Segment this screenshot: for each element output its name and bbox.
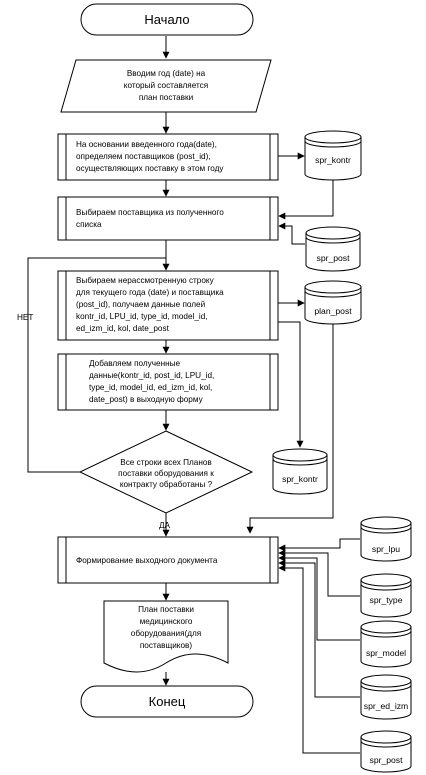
decision-line-3: контракту обработаны ?	[120, 480, 213, 489]
flow-spr-post-to-step2	[278, 222, 305, 245]
db-label-spr-kontr-1: spr_kontr	[315, 155, 351, 165]
db-label-spr-ed-izm: spr_ed_izm	[364, 701, 408, 711]
database-spr-post-1: spr_post	[305, 226, 361, 272]
document-line-3: оборудования(для	[131, 629, 201, 638]
step4-line-2: данные(kontr_id, post_id, LPU_id,	[89, 371, 214, 380]
process-step-2: Выбираем поставщика из полученного списк…	[57, 196, 279, 241]
database-spr-model: spr_model	[360, 620, 412, 668]
step3-line-4: kontr_id, LPU_id, type_id, model_id,	[76, 312, 208, 321]
input-parallelogram: Вводим год (date) на который составляетс…	[60, 59, 272, 113]
step4-line-4: date_post) в выходную форму	[89, 395, 204, 404]
step1-line-1: На основании введенного года(date),	[76, 140, 217, 149]
decision-line-2: поставки оборудования к	[118, 469, 214, 478]
connectors: НЕТ ДА	[17, 36, 360, 754]
document-line-4: поставщиков)	[140, 641, 193, 650]
db-label-spr-lpu: spr_lpu	[372, 544, 400, 554]
flow-spr-post-2-to-step5	[278, 564, 360, 754]
input-line-1: Вводим год (date) на	[127, 69, 206, 78]
step3-line-3: (post_id), получаем данные полей	[76, 300, 205, 309]
db-label-spr-type: spr_type	[370, 595, 403, 605]
flow-spr-kontr-to-step2	[278, 180, 334, 220]
flow-no-loop	[27, 257, 166, 473]
db-label-plan-post: plan_post	[314, 306, 352, 316]
flow-step3-to-spr-kontr	[278, 321, 304, 448]
end-label: Конец	[149, 694, 186, 709]
database-spr-post-2: spr_post	[360, 730, 412, 773]
process-step-5: Формирование выходного документа	[57, 536, 279, 584]
process-step-1: На основании введенного года(date), опре…	[57, 133, 279, 181]
input-line-2: который составляется	[124, 81, 208, 90]
database-plan-post: plan_post	[304, 280, 362, 325]
yes-label: ДА	[159, 521, 171, 530]
step1-line-3: осуществляющих поставку в этом году	[76, 164, 224, 173]
db-label-spr-post-2: spr_post	[370, 755, 404, 765]
database-spr-lpu: spr_lpu	[360, 516, 412, 562]
step3-line-5: ed_izm_id, kol, date_post	[76, 324, 170, 333]
database-spr-ed-izm: spr_ed_izm	[360, 674, 412, 720]
no-label: НЕТ	[17, 313, 33, 322]
document-line-2: медицинского	[140, 617, 193, 626]
step2-line-1: Выбираем поставщика из полученного	[76, 208, 224, 217]
document-line-1: План поставки	[138, 605, 194, 614]
database-spr-type: spr_type	[360, 573, 412, 618]
step4-line-3: type_id, model_id, ed_izm_id, kol,	[89, 383, 212, 392]
flow-spr-model-to-step5	[278, 554, 360, 641]
flow-plan-post-to-step5	[246, 322, 334, 534]
flow-spr-lpu-to-step5	[278, 538, 360, 552]
flow-spr-ed-izm-to-step5	[278, 559, 360, 698]
database-spr-kontr-1: spr_kontr	[304, 130, 362, 181]
step3-line-1: Выбираем нерассмотренную строку	[76, 276, 215, 285]
step5-label: Формирование выходного документа	[76, 556, 218, 565]
db-label-spr-model: spr_model	[366, 648, 406, 658]
decision-line-1: Все строки всех Планов	[120, 458, 212, 467]
end-terminator: Конец	[80, 685, 254, 718]
input-line-3: план поставки	[139, 93, 193, 102]
step2-line-2: списка	[76, 220, 102, 229]
flow-spr-type-to-step5	[278, 549, 360, 597]
decision-diamond: Все строки всех Планов поставки оборудов…	[78, 430, 254, 514]
step1-line-2: определяем поставщиков (post_id),	[76, 152, 211, 161]
process-step-3: Выбираем нерассмотренную строку для теку…	[57, 270, 279, 341]
step3-line-2: для текущего года (date) и поставщика	[76, 288, 224, 297]
database-spr-kontr-2: spr_kontr	[272, 448, 328, 495]
db-label-spr-kontr-2: spr_kontr	[282, 474, 318, 484]
start-terminator: Начало	[80, 3, 254, 36]
step4-line-1: Добавляем полученные	[89, 359, 180, 368]
output-document: План поставки медицинского оборудования(…	[103, 600, 229, 673]
process-step-4: Добавляем полученные данные(kontr_id, po…	[57, 353, 279, 411]
start-label: Начало	[144, 12, 189, 27]
db-label-spr-post-1: spr_post	[317, 253, 351, 263]
